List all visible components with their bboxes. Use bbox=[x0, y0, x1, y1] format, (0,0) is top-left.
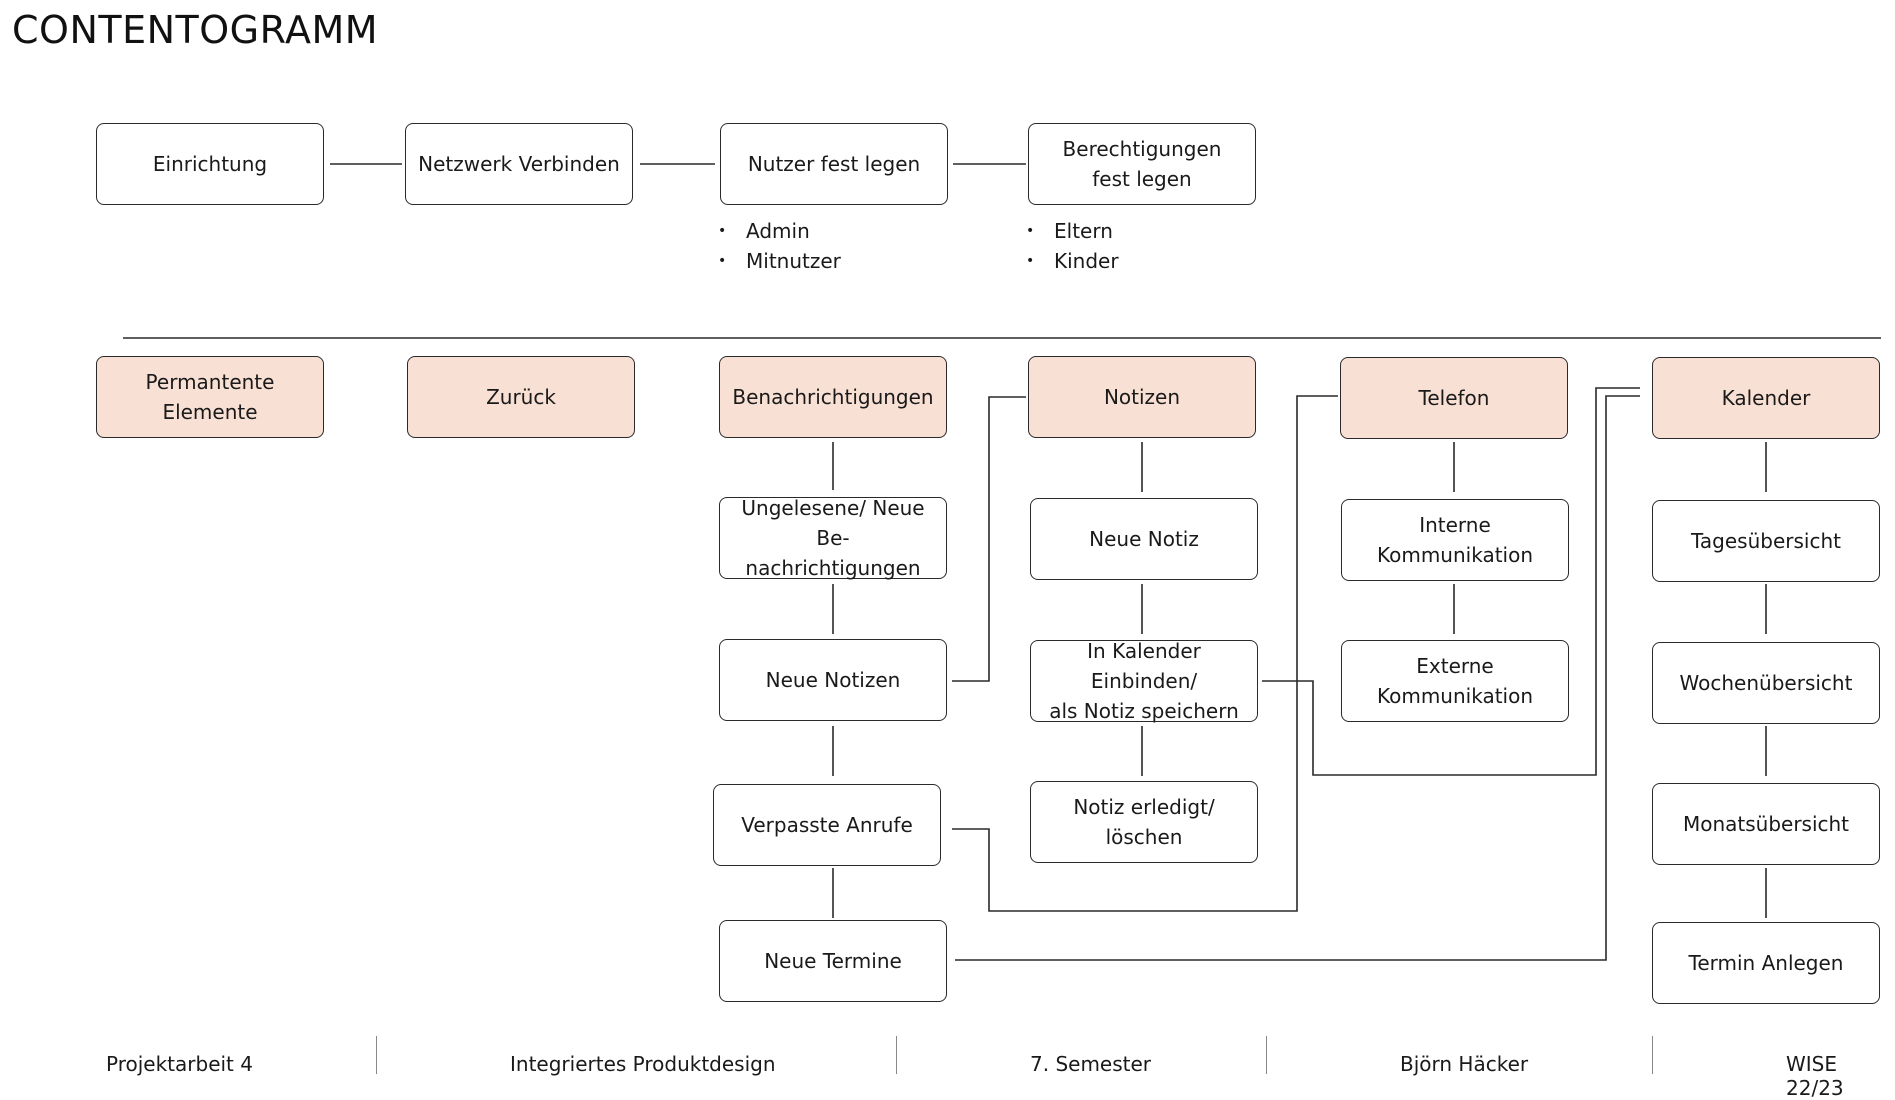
category-kalender: Kalender bbox=[1652, 357, 1880, 439]
category-notizen: Notizen bbox=[1028, 356, 1256, 438]
list-item: •Mitnutzer bbox=[718, 249, 841, 273]
footer-term: WISE 22/23 bbox=[1786, 1052, 1844, 1100]
nutzer-list: •Admin •Mitnutzer bbox=[718, 216, 841, 276]
node-nutzer-fest-legen: Nutzer fest legen bbox=[720, 123, 948, 205]
category-zurueck: Zurück bbox=[407, 356, 635, 438]
footer-semester: 7. Semester bbox=[1030, 1052, 1152, 1076]
node-netzwerk-verbinden: Netzwerk Verbinden bbox=[405, 123, 633, 205]
node-termin-anlegen: Termin Anlegen bbox=[1652, 922, 1880, 1004]
node-neue-notizen: Neue Notizen bbox=[719, 639, 947, 721]
node-einrichtung: Einrichtung bbox=[96, 123, 324, 205]
connector-neue-termine-to-kalender bbox=[955, 395, 1640, 961]
node-tagesuebersicht: Tagesübersicht bbox=[1652, 500, 1880, 582]
footer-author: Björn Häcker bbox=[1400, 1052, 1529, 1076]
connector-verpasste-to-telefon bbox=[952, 395, 1338, 912]
node-monatsuebersicht: Monatsübersicht bbox=[1652, 783, 1880, 865]
connector-neue-notizen-to-notizen bbox=[952, 396, 1026, 682]
category-benachrichtigungen: Benachrichtigungen bbox=[719, 356, 947, 438]
node-interne-kommunikation: Interne Kommunikation bbox=[1341, 499, 1569, 581]
node-ungelesene: Ungelesene/ Neue Be- nachrichtigungen bbox=[719, 496, 947, 580]
berechtigungen-list: •Eltern •Kinder bbox=[1026, 216, 1119, 276]
category-permanente-elemente: Permantente Elemente bbox=[96, 356, 324, 438]
node-neue-termine: Neue Termine bbox=[719, 920, 947, 1002]
page-title: CONTENTOGRAMM bbox=[12, 8, 379, 52]
category-telefon: Telefon bbox=[1340, 357, 1568, 439]
node-verpasste-anrufe: Verpasste Anrufe bbox=[713, 784, 941, 866]
connector-einbinden-to-kalender bbox=[1262, 387, 1640, 776]
list-item: •Admin bbox=[718, 219, 810, 243]
node-wochenuebersicht: Wochenübersicht bbox=[1652, 642, 1880, 724]
node-berechtigungen: Berechtigungen fest legen bbox=[1028, 123, 1256, 205]
footer-divider bbox=[376, 1036, 377, 1074]
footer-divider bbox=[1652, 1036, 1653, 1074]
list-item: •Eltern bbox=[1026, 219, 1113, 243]
node-externe-kommunikation: Externe Kommunikation bbox=[1341, 640, 1569, 722]
node-notiz-erledigt: Notiz erledigt/ löschen bbox=[1030, 781, 1258, 863]
footer-divider bbox=[1266, 1036, 1267, 1074]
footer-divider bbox=[896, 1036, 897, 1074]
node-neue-notiz: Neue Notiz bbox=[1030, 498, 1258, 580]
list-item: •Kinder bbox=[1026, 249, 1119, 273]
footer-course: Integriertes Produktdesign bbox=[510, 1052, 776, 1076]
node-in-kalender-einbinden: In Kalender Einbinden/ als Notiz speiche… bbox=[1030, 639, 1258, 723]
footer-project: Projektarbeit 4 bbox=[106, 1052, 253, 1076]
